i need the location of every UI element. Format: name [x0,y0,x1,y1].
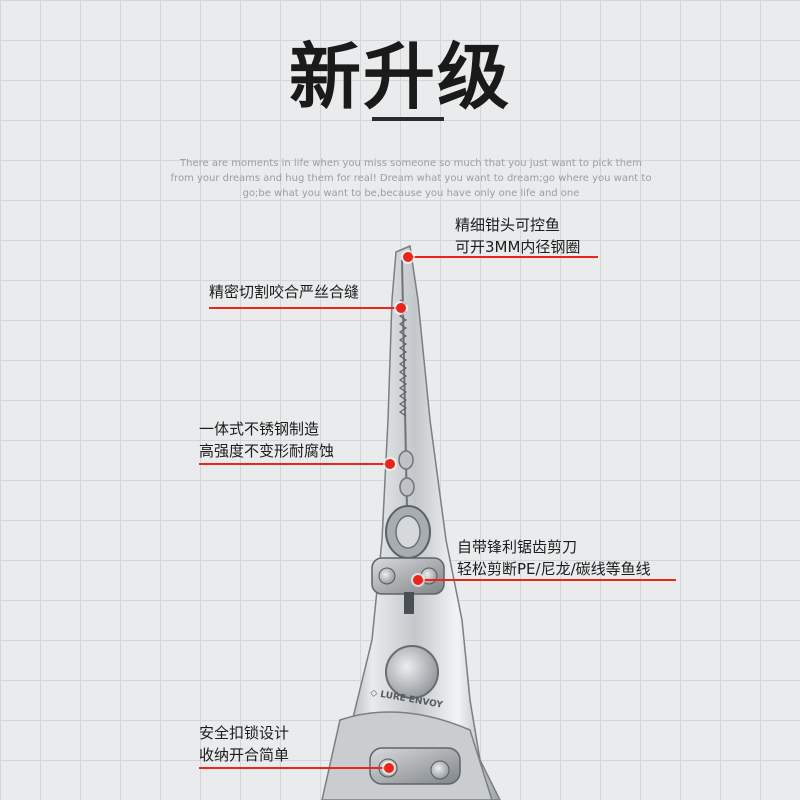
callout-steel-marker [385,459,395,469]
callout-scissors-marker [413,575,423,585]
callout-lock-line [199,767,391,769]
callout-lock-marker [384,763,394,773]
callout-tip: 精细钳头可控鱼 可开3MM内径钢圈 [455,214,580,258]
callout-steel-line1: 一体式不锈钢制造 [199,420,320,438]
callout-cutting-line1: 精密切割咬合严丝合缝 [209,283,360,301]
jaw-hole [398,450,414,470]
callout-lock-line2: 收纳开合简单 [199,746,290,764]
callout-scissors-line [418,579,676,581]
callout-cutting: 精密切割咬合严丝合缝 [209,281,359,303]
tagline-text: There are moments in life when you miss … [170,158,652,199]
callout-tip-line2: 可开3MM内径钢圈 [455,238,581,256]
pivot-rivet [385,645,439,699]
callout-lock-line1: 安全扣锁设计 [199,724,290,742]
callout-lock: 安全扣锁设计 收纳开合简单 [199,722,289,766]
page-title: 新升级 [288,35,511,119]
callout-scissors-line2: 轻松剪断PE/尼龙/碳线等鱼线 [457,560,651,578]
callout-scissors: 自带锋利锯齿剪刀 轻松剪断PE/尼龙/碳线等鱼线 [457,536,651,580]
callout-cutting-marker [396,303,406,313]
callout-cutting-line [209,307,403,309]
jaw-hole [399,477,415,497]
title-underline [372,117,444,121]
blade-tip [404,592,414,614]
callout-tip-marker [403,252,413,262]
serrated-edge [398,299,408,417]
callout-steel-line [199,463,391,465]
callout-steel: 一体式不锈钢制造 高强度不变形耐腐蚀 [199,418,334,462]
callout-scissors-line1: 自带锋利锯齿剪刀 [457,538,578,556]
callout-steel-line2: 高强度不变形耐腐蚀 [199,442,335,460]
callout-tip-line1: 精细钳头可控鱼 [455,216,561,234]
callout-tip-line [408,256,598,258]
